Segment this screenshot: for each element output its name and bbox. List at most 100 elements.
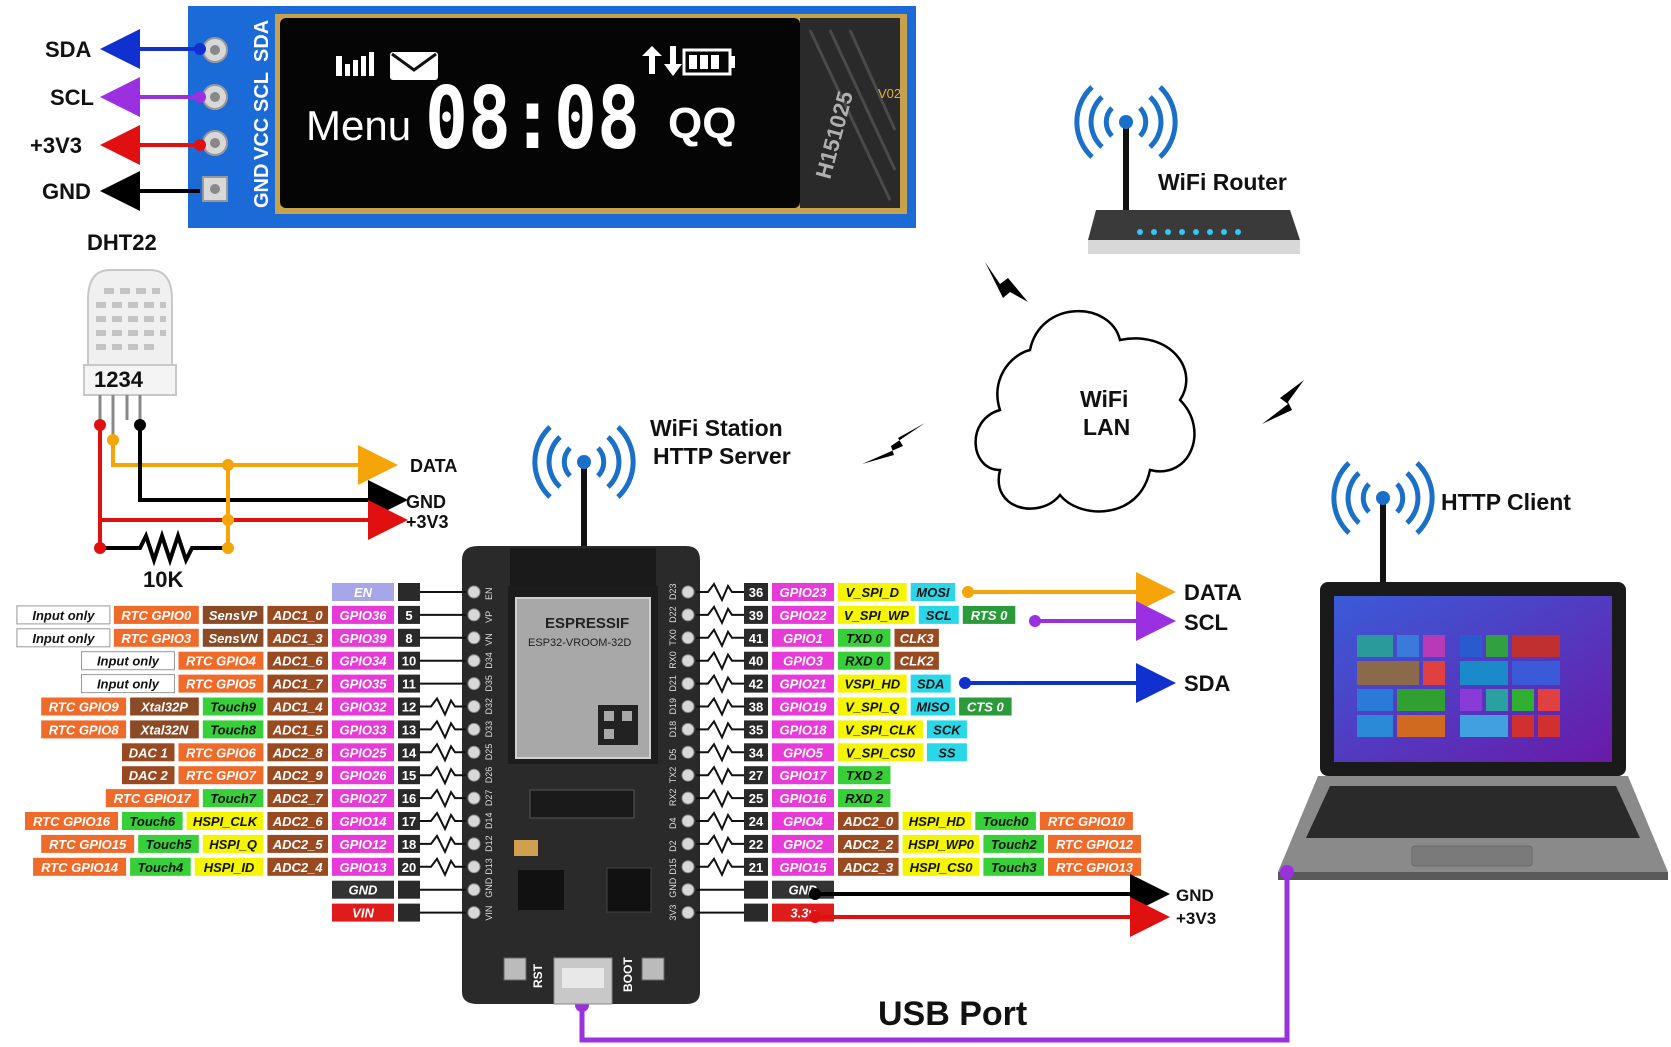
gpio-label-box: [772, 583, 834, 601]
pin-trace: [420, 696, 466, 717]
pin-trace: [696, 605, 744, 626]
pin-function-label: MISO: [916, 700, 949, 715]
header-pin-right: [681, 837, 695, 851]
header-pin-right: [681, 860, 695, 874]
silk-label-right: D4: [668, 817, 678, 829]
pin-number: 21: [749, 860, 763, 875]
pin-number-box: [398, 651, 420, 670]
oled-menu-text: Menu: [306, 102, 411, 149]
pin-trace: [420, 856, 466, 878]
header-pin-right: [681, 677, 695, 691]
pin-number: 39: [749, 608, 763, 623]
pin-number: 41: [749, 631, 763, 646]
pin-function-label: RTC GPIO13: [1056, 860, 1134, 875]
pin-function-box: [267, 605, 328, 624]
cloud-label-line1: WiFi: [1080, 386, 1128, 412]
header-pin-right: [681, 814, 695, 828]
pin-function-label: Touch9: [210, 700, 257, 715]
pin-function-label: Xtal32N: [140, 722, 189, 737]
pin-function-box: [178, 651, 264, 670]
pin-number: 40: [749, 654, 763, 669]
pin-function-label: Touch3: [991, 860, 1038, 875]
lightning-icons: [862, 262, 1304, 464]
pin-number: 27: [749, 768, 763, 783]
pin-function-box: [267, 697, 328, 716]
gpio-label-box: [332, 834, 394, 853]
pin-number: 12: [402, 700, 416, 715]
pin-function-label: HSPI_HD: [909, 814, 966, 829]
pin-function-label: ADC2_6: [272, 814, 324, 829]
silk-label-left: VP: [484, 611, 494, 623]
pin-function-box: [178, 766, 264, 785]
boot-button[interactable]: [641, 957, 665, 981]
gpio-label: GPIO12: [340, 837, 388, 852]
dht-wire-label-gnd: GND: [406, 492, 446, 512]
header-pin-left: [467, 631, 481, 645]
wifi-lan-cloud: [974, 309, 1196, 513]
rst-button[interactable]: [503, 957, 527, 981]
gpio-label: GPIO36: [340, 608, 388, 623]
pin-function-label: RTC GPIO12: [1056, 837, 1134, 852]
header-pin-left: [467, 814, 481, 828]
oled-wire-label-gnd: GND: [42, 179, 91, 204]
silk-label-left: D14: [484, 812, 494, 829]
gpio-label-box: [772, 812, 834, 830]
pin-function-label: SDA: [917, 677, 944, 692]
gpio-label: GPIO26: [340, 768, 388, 783]
pin-function-box: [1048, 834, 1141, 853]
pin-number-box: [398, 903, 420, 922]
pin-function-box: [918, 605, 959, 624]
silk-label-left: D26: [484, 767, 494, 784]
pin-function-label: HSPI_ID: [204, 860, 255, 875]
pin-function-box: [894, 651, 939, 670]
header-pin-right: [681, 654, 695, 668]
gpio-label: GPIO25: [340, 745, 388, 760]
dht22-grille: [96, 288, 166, 350]
silk-label-left: D13: [484, 858, 494, 875]
gpio-label-box: [332, 903, 394, 922]
silk-label-right: TX2: [668, 767, 678, 784]
router-label: WiFi Router: [1158, 169, 1287, 195]
pin-function-box: [130, 720, 199, 739]
pin-number: 38: [749, 700, 763, 715]
pin-number: 42: [749, 677, 763, 692]
pin-function-box: [838, 743, 923, 762]
pin-function-box: [838, 605, 915, 624]
pin-trace: [696, 582, 744, 603]
pin-function-box: [267, 766, 328, 785]
pin-function-box: [178, 743, 264, 762]
pin-function-box: [975, 812, 1036, 830]
pin-function-box: [202, 605, 264, 624]
pin-function-box: [838, 789, 891, 808]
pin-function-box: [41, 834, 135, 853]
pin-function-label: ADC1_3: [272, 631, 324, 646]
pin-function-label: RTC GPIO0: [121, 608, 192, 623]
dht-wire-label-3v3: +3V3: [406, 512, 449, 532]
pin-function-label: RTC GPIO8: [49, 722, 120, 737]
signal-icon: [336, 52, 374, 76]
pin-function-label: Touch4: [138, 860, 185, 875]
pin-trace: [696, 742, 744, 763]
pin-function-box: [16, 628, 111, 648]
header-pin-left: [467, 722, 481, 736]
pin-function-label: Touch7: [210, 791, 257, 806]
pin-number-box: [398, 880, 420, 899]
gpio-label: GPIO27: [340, 791, 388, 806]
gpio-label: GPIO39: [340, 631, 388, 646]
header-pin-left: [467, 860, 481, 874]
esp-wire-label-data: DATA: [1184, 580, 1242, 605]
silk-label-right: D18: [668, 721, 678, 738]
silk-label-left: VIN: [484, 906, 494, 921]
pin-number: 34: [749, 745, 764, 760]
oled-pin-column: [202, 37, 228, 202]
pin-function-box: [926, 743, 967, 762]
pin-function-box: [130, 697, 199, 716]
silk-label-left: D34: [484, 652, 494, 669]
esp-wire-label-scl: SCL: [1184, 610, 1228, 635]
pin-number-box: [744, 697, 768, 716]
module-model: ESP32-VROOM-32D: [528, 637, 631, 649]
oled-wire-label-sda: SDA: [45, 37, 92, 62]
gpio-label: GPIO1: [783, 631, 823, 646]
gpio-label: VIN: [352, 906, 374, 921]
esp-antenna: [532, 425, 636, 548]
